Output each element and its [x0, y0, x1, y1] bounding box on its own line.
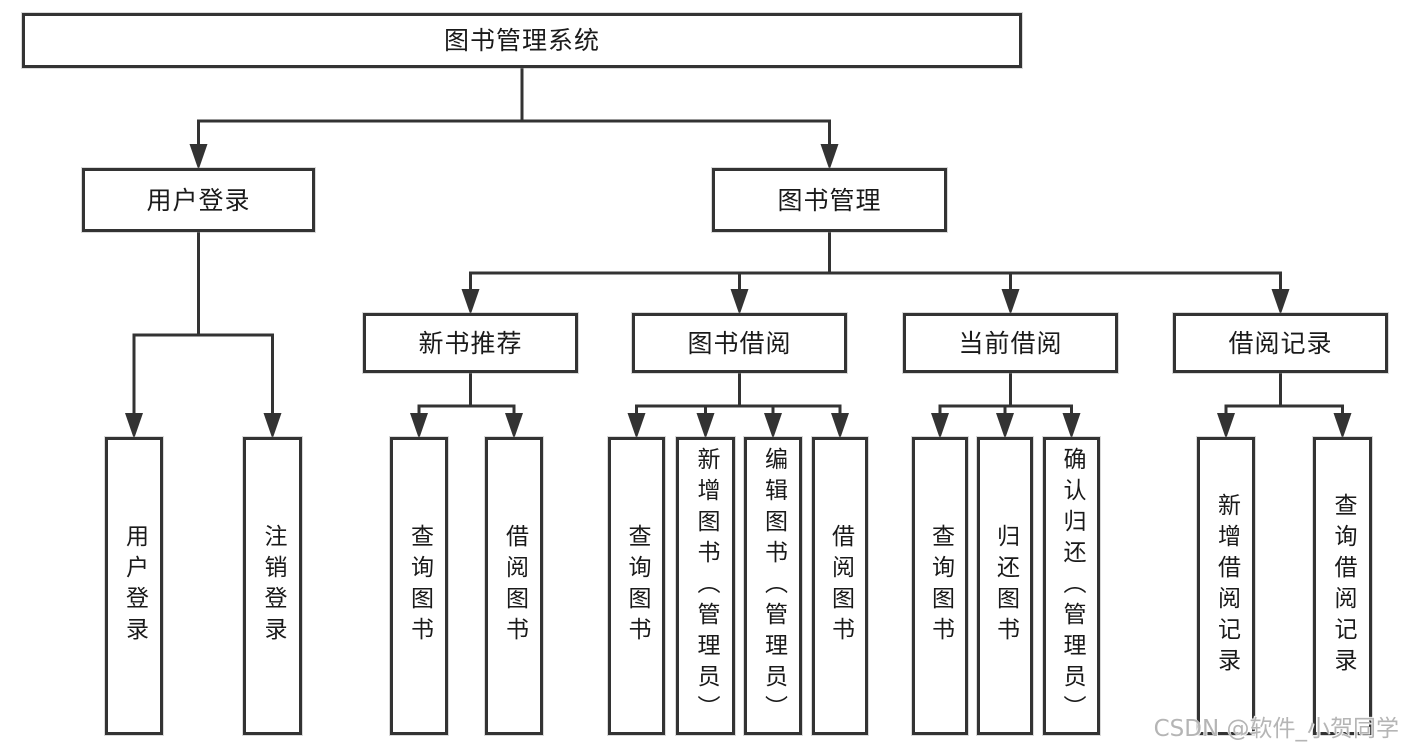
node-root: 图书管理系统 [22, 13, 1022, 68]
node-leaf-add-borrow-rec: 新增借阅记录 [1197, 437, 1255, 735]
node-leaf-query-books-1: 查询图书 [390, 437, 448, 735]
node-label: 查询图书 [624, 524, 650, 648]
node-label: 图书管理 [777, 185, 882, 215]
node-label: 新增借阅记录 [1213, 493, 1240, 679]
node-leaf-edit-books: 编辑图书（管理员） [744, 437, 802, 735]
node-leaf-user-login: 用户登录 [105, 437, 163, 735]
arrow-into-book-borrow [730, 289, 749, 315]
node-label: 用户登录 [121, 524, 148, 648]
arrow-into-new-book-rec [461, 289, 480, 315]
node-label: 查询图书 [927, 524, 954, 648]
node-leaf-borrow-books-2: 借阅图书 [812, 437, 868, 735]
arrow-into-leaf-query-books-3 [931, 413, 949, 439]
arrow-into-leaf-borrow-books-2 [831, 413, 849, 439]
node-current-borrow: 当前借阅 [903, 313, 1118, 373]
arrow-into-leaf-query-books-1 [410, 413, 428, 439]
node-leaf-logout: 注销登录 [243, 437, 302, 735]
arrow-into-leaf-return-books [996, 413, 1014, 439]
arrow-into-leaf-confirm-return [1062, 413, 1081, 439]
arrow-into-leaf-query-books-2 [627, 413, 646, 439]
node-leaf-add-books: 新增图书（管理员） [676, 437, 735, 735]
node-label: 查询图书 [406, 524, 433, 648]
node-label: 编辑图书（管理员） [760, 446, 787, 726]
arrow-into-borrow-records [1271, 289, 1290, 315]
node-label: 用户登录 [146, 185, 251, 215]
node-label: 新书推荐 [418, 328, 523, 358]
node-label: 注销登录 [260, 524, 286, 648]
node-leaf-borrow-books-1: 借阅图书 [485, 437, 543, 735]
node-label: 借阅图书 [501, 524, 528, 648]
node-leaf-query-borrow-rec: 查询借阅记录 [1313, 437, 1372, 735]
node-label: 借阅图书 [827, 524, 854, 648]
arrow-into-user-login [189, 144, 208, 170]
node-label: 新增图书（管理员） [693, 446, 719, 726]
arrow-into-leaf-edit-books [764, 413, 782, 439]
node-borrow-records: 借阅记录 [1173, 313, 1388, 373]
node-book-mgmt: 图书管理 [712, 168, 947, 232]
node-label: 借阅记录 [1228, 328, 1333, 358]
node-leaf-query-books-2: 查询图书 [608, 437, 665, 735]
node-new-book-rec: 新书推荐 [363, 313, 578, 373]
arrow-into-leaf-add-books [696, 413, 715, 439]
node-label: 图书管理系统 [443, 26, 600, 55]
arrow-into-leaf-logout [263, 413, 282, 439]
node-label: 确认归还（管理员） [1059, 446, 1085, 726]
arrow-into-leaf-query-borrow-rec [1333, 413, 1352, 439]
node-label: 图书借阅 [687, 328, 792, 358]
watermark: CSDN @软件_小贺同学 [1153, 716, 1399, 742]
node-user-login: 用户登录 [82, 168, 315, 232]
node-label: 归还图书 [992, 524, 1019, 648]
arrow-into-current-borrow [1001, 289, 1020, 315]
node-leaf-confirm-return: 确认归还（管理员） [1043, 437, 1100, 735]
node-label: 当前借阅 [958, 328, 1063, 358]
node-book-borrow: 图书借阅 [632, 313, 847, 373]
node-leaf-query-books-3: 查询图书 [912, 437, 968, 735]
node-label: 查询借阅记录 [1330, 493, 1356, 679]
arrow-into-leaf-add-borrow-rec [1217, 413, 1235, 439]
arrow-into-leaf-user-login [125, 413, 143, 439]
arrow-into-leaf-borrow-books-1 [505, 413, 523, 439]
node-leaf-return-books: 归还图书 [977, 437, 1033, 735]
arrow-into-book-mgmt [820, 144, 839, 170]
